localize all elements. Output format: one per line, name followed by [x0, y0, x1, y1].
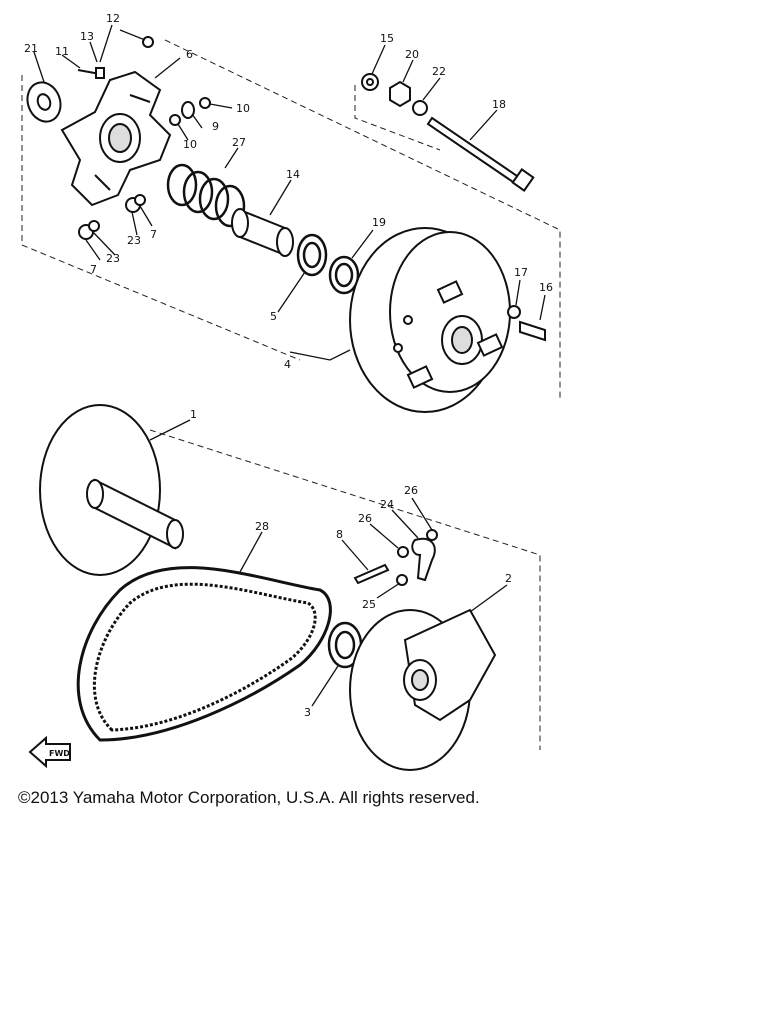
part-label: 3	[304, 706, 311, 719]
part-label: 1	[190, 408, 197, 421]
bushing-5	[296, 233, 328, 277]
leader-lines	[33, 24, 546, 707]
moveable-sheave-2	[349, 608, 497, 771]
part-label: 24	[380, 498, 394, 511]
bolt-16	[519, 320, 546, 342]
drive-belt-28	[76, 566, 332, 742]
part-label: 4	[284, 358, 291, 371]
part-label: 20	[405, 48, 419, 61]
nut-12	[142, 36, 154, 48]
washer-21	[26, 81, 62, 123]
hardware-15-20-22	[361, 73, 428, 116]
part-label: 16	[539, 281, 553, 294]
part-label: 26	[358, 512, 372, 525]
nut-17	[507, 305, 521, 319]
moveable-sheave-4	[349, 227, 511, 413]
forward-arrow-label: FWD	[49, 749, 70, 758]
assembly-boundary-lines	[21, 39, 561, 750]
part-label: 22	[432, 65, 446, 78]
part-label: 14	[286, 168, 300, 181]
part-label: 23	[106, 252, 120, 265]
bushing-19	[328, 255, 360, 295]
sleeve-14	[231, 208, 294, 257]
part-label: 6	[186, 48, 193, 61]
part-label: 7	[150, 228, 157, 241]
part-label: 12	[106, 12, 120, 25]
part-label: 23	[127, 234, 141, 247]
spider-6	[60, 70, 172, 207]
bolt-11	[77, 67, 105, 79]
part-label: 25	[362, 598, 376, 611]
part-label: 21	[24, 42, 38, 55]
weight-parts-8-24-25-26	[353, 529, 438, 586]
copyright-notice: ©2013 Yamaha Motor Corporation, U.S.A. A…	[18, 788, 480, 807]
screws-7-23	[78, 194, 146, 240]
part-label: 13	[80, 30, 94, 43]
bolt-18	[426, 116, 535, 192]
forward-arrow-icon	[28, 735, 71, 769]
bushing-3	[327, 621, 363, 669]
spring-27	[166, 163, 246, 228]
part-label: 27	[232, 136, 246, 149]
part-label: 15	[380, 32, 394, 45]
pin-9	[181, 101, 195, 119]
part-label: 28	[255, 520, 269, 533]
part-label: 2	[505, 572, 512, 585]
part-label: 8	[336, 528, 343, 541]
part-label: 19	[372, 216, 386, 229]
part-label: 26	[404, 484, 418, 497]
washers-10	[169, 97, 211, 126]
part-label: 7	[90, 263, 97, 276]
part-label: 10	[183, 138, 197, 151]
part-label: 5	[270, 310, 277, 323]
part-label: 10	[236, 102, 250, 115]
part-label: 11	[55, 45, 69, 58]
part-label: 9	[212, 120, 219, 133]
part-label: 18	[492, 98, 506, 111]
fixed-sheave-1	[39, 404, 184, 576]
part-label: 17	[514, 266, 528, 279]
clutch-exploded-diagram: FWD 21 11 13	[21, 12, 561, 771]
